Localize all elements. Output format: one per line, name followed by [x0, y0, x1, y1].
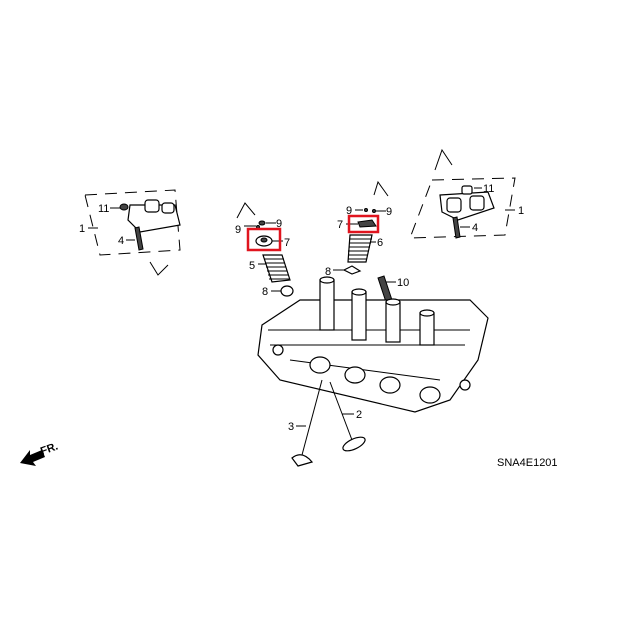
callout-1: 1 — [79, 223, 85, 235]
exhaust-valve-spring-group: 9 9 7 6 8 10 — [325, 180, 409, 303]
callout-8: 8 — [325, 266, 331, 278]
callout-8: 8 — [262, 286, 268, 298]
highlight-box-exhaust-retainer — [347, 214, 380, 234]
callout-11: 11 — [483, 183, 494, 195]
callout-2: 2 — [356, 409, 362, 421]
front-arrow-icon — [20, 450, 45, 466]
intake-valve-spring-group: 9 9 7 5 8 — [235, 202, 294, 298]
front-label: FR. — [39, 440, 60, 457]
cylinder-head — [257, 276, 489, 413]
callout-9: 9 — [346, 205, 352, 217]
callout-9: 9 — [276, 218, 282, 230]
callout-11: 11 — [98, 203, 109, 215]
callout-3: 3 — [288, 421, 294, 433]
intake-spring — [262, 254, 291, 283]
callout-7: 7 — [337, 219, 343, 231]
highlight-box-intake-retainer — [246, 227, 282, 252]
cam-journal-towers — [319, 276, 435, 346]
callout-4: 4 — [472, 222, 478, 234]
callout-9: 9 — [235, 224, 241, 236]
callout-7: 7 — [284, 237, 290, 249]
callout-5: 5 — [249, 260, 255, 272]
callout-10: 10 — [397, 277, 409, 289]
right-rocker-arm-assembly: 11 1 4 — [409, 148, 524, 239]
front-direction-indicator: FR. — [20, 440, 60, 466]
left-rocker-arm-assembly: 11 1 4 — [79, 189, 181, 276]
valves: 3 2 — [288, 379, 366, 467]
callout-4: 4 — [118, 235, 124, 247]
diagram-code: SNA4E1201 — [497, 457, 558, 469]
callout-9: 9 — [386, 206, 392, 218]
exhaust-spring — [347, 234, 373, 263]
callout-1: 1 — [518, 205, 524, 217]
callout-6: 6 — [377, 237, 383, 249]
